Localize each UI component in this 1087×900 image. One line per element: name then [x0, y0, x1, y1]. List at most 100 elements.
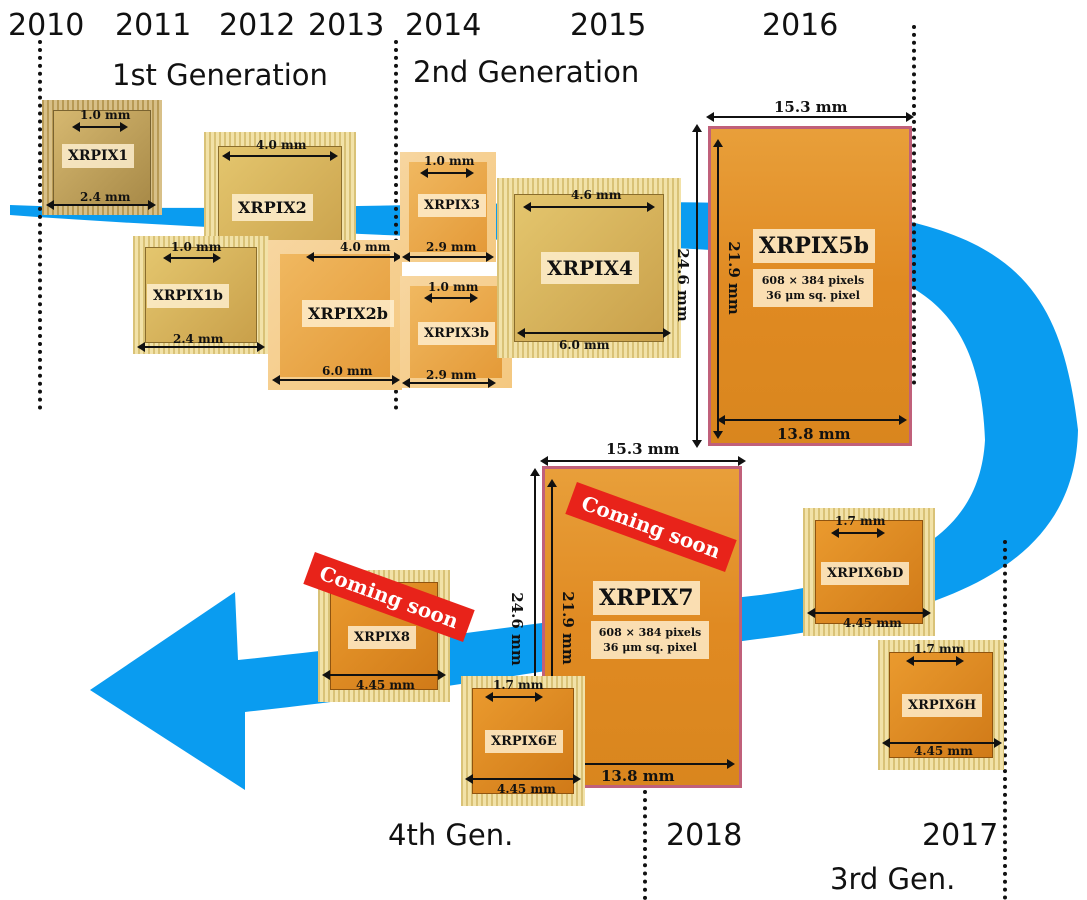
year-2018: 2018 — [666, 818, 743, 853]
chip-xrpix7-name: XRPIX7 — [593, 581, 700, 615]
chip-xrpix4-top-dim: 4.6 mm — [571, 188, 622, 202]
chip-xrpix3: XRPIX3 1.0 mm 2.9 mm — [400, 152, 496, 262]
chip-xrpix6bd-top-arrow — [831, 528, 885, 538]
chip-xrpix1-top-dim: 1.0 mm — [80, 108, 131, 122]
generation-1-label: 1st Generation — [112, 58, 328, 92]
divider-2014 — [394, 40, 398, 410]
chip-xrpix7-width-arrow — [540, 456, 746, 466]
chip-xrpix3b: XRPIX3b 1.0 mm 2.9 mm — [400, 276, 512, 388]
chip-xrpix2b-top-dim: 4.0 mm — [340, 240, 391, 254]
chip-xrpix5b-width-dim: 15.3 mm — [774, 98, 848, 116]
chip-xrpix6h-bottom-dim: 4.45 mm — [914, 744, 973, 758]
chip-xrpix3-bottom-arrow — [402, 252, 494, 262]
chip-xrpix6e-bottom-dim: 4.45 mm — [497, 782, 556, 796]
chip-xrpix2: XRPIX2 4.0 mm — [204, 132, 356, 282]
chip-xrpix6h-top-arrow — [906, 656, 964, 666]
chip-xrpix3b-top-dim: 1.0 mm — [428, 280, 479, 294]
chip-xrpix5b-inner-height-arrow — [713, 139, 723, 439]
year-2016: 2016 — [762, 8, 839, 43]
chip-xrpix6bd-name: XRPIX6bD — [821, 562, 910, 585]
chip-xrpix4: XRPIX4 4.6 mm 6.0 mm — [497, 178, 681, 358]
chip-xrpix6e-top-arrow — [485, 692, 543, 702]
chip-xrpix1b-name: XRPIX1b — [147, 284, 229, 308]
chip-xrpix7-pitch: 36 μm sq. pixel — [603, 641, 697, 654]
chip-xrpix5b-name: XRPIX5b — [753, 229, 875, 263]
chip-xrpix5b-bottom-arrow — [717, 415, 907, 425]
chip-xrpix6e-bottom-arrow — [465, 774, 581, 784]
year-2014: 2014 — [405, 8, 482, 43]
chip-xrpix5b: XRPIX5b 608 × 384 pixels 36 μm sq. pixel… — [708, 126, 912, 446]
chip-xrpix6bd-bottom-dim: 4.45 mm — [843, 616, 902, 630]
chip-xrpix6e-top-dim: 1.7 mm — [493, 678, 544, 692]
divider-2016 — [912, 25, 916, 385]
chip-xrpix1-top-arrow — [72, 122, 128, 132]
chip-xrpix3b-bottom-dim: 2.9 mm — [426, 368, 477, 382]
chip-xrpix6bd: XRPIX6bD 1.7 mm 4.45 mm — [803, 508, 935, 636]
chip-xrpix6h-top-dim: 1.7 mm — [914, 642, 965, 656]
chip-xrpix7-inner-height-dim: 21.9 mm — [558, 591, 577, 665]
chip-xrpix6h-bottom-arrow — [882, 738, 1002, 748]
chip-xrpix1b-bottom-arrow — [137, 342, 265, 352]
chip-xrpix6bd-bottom-arrow — [807, 608, 931, 618]
chip-xrpix6h-name: XRPIX6H — [902, 694, 983, 717]
timeline-arrow-body — [10, 202, 1078, 790]
chip-xrpix3-bottom-dim: 2.9 mm — [426, 240, 477, 254]
chip-xrpix1-bottom-arrow — [46, 200, 156, 210]
chip-xrpix7-width-dim: 15.3 mm — [606, 440, 680, 458]
chip-xrpix5b-outer-height-arrow — [692, 124, 702, 448]
chip-xrpix4-top-arrow — [523, 202, 655, 212]
chip-xrpix3-top-dim: 1.0 mm — [424, 154, 475, 168]
chip-xrpix4-bottom-arrow — [517, 328, 671, 338]
year-2015: 2015 — [570, 8, 647, 43]
chip-xrpix1: XRPIX1 1.0 mm 2.4 mm — [42, 100, 162, 215]
chip-xrpix1b-bottom-dim: 2.4 mm — [173, 332, 224, 346]
year-2017: 2017 — [922, 818, 999, 853]
chip-xrpix1-bottom-dim: 2.4 mm — [80, 190, 131, 204]
generation-3-label: 3rd Gen. — [830, 862, 956, 896]
chip-xrpix5b-bottom-dim: 13.8 mm — [777, 425, 851, 443]
chip-xrpix1b-top-arrow — [163, 253, 221, 263]
chip-xrpix1b: XRPIX1b 1.0 mm 2.4 mm — [133, 236, 269, 354]
chip-xrpix6e: XRPIX6E 1.7 mm 4.45 mm — [461, 676, 585, 806]
chip-xrpix8-bottom-dim: 4.45 mm — [356, 678, 415, 692]
chip-xrpix5b-outer-height-dim: 24.6 mm — [673, 248, 692, 322]
chip-xrpix6h: XRPIX6H 1.7 mm 4.45 mm — [878, 640, 1004, 770]
year-2013: 2013 — [308, 8, 385, 43]
year-2010: 2010 — [8, 8, 85, 43]
year-2011: 2011 — [115, 8, 192, 43]
chip-xrpix6bd-top-dim: 1.7 mm — [835, 514, 886, 528]
chip-xrpix2b: XRPIX2b 4.0 mm 6.0 mm — [268, 240, 402, 390]
chip-xrpix1-name: XRPIX1 — [62, 144, 135, 168]
chip-xrpix8-name: XRPIX8 — [348, 626, 416, 649]
year-2012: 2012 — [219, 8, 296, 43]
chip-xrpix5b-spec: 608 × 384 pixels 36 μm sq. pixel — [753, 269, 873, 307]
generation-2-label: 2nd Generation — [413, 55, 640, 89]
chip-xrpix5b-inner-height-dim: 21.9 mm — [724, 241, 743, 315]
chip-xrpix8-bottom-arrow — [322, 670, 446, 680]
chip-xrpix3-name: XRPIX3 — [418, 194, 486, 217]
divider-2017 — [1003, 540, 1007, 900]
chip-xrpix4-bottom-dim: 6.0 mm — [559, 338, 610, 352]
chip-xrpix1b-top-dim: 1.0 mm — [171, 240, 222, 254]
generation-4-label: 4th Gen. — [388, 818, 514, 852]
chip-xrpix5b-width-arrow — [706, 112, 914, 122]
chip-xrpix2-top-dim: 4.0 mm — [256, 138, 307, 152]
chip-xrpix7-outer-height-dim: 24.6 mm — [507, 592, 526, 666]
chip-xrpix2b-top-arrow — [306, 252, 402, 262]
chip-xrpix7-pixels: 608 × 384 pixels — [598, 626, 702, 639]
chip-xrpix3b-bottom-arrow — [402, 378, 496, 388]
chip-xrpix7-spec: 608 × 384 pixels 36 μm sq. pixel — [591, 621, 709, 659]
divider-2018 — [643, 790, 647, 900]
chip-xrpix2b-name: XRPIX2b — [302, 300, 394, 327]
chip-xrpix2-name: XRPIX2 — [232, 194, 313, 221]
chip-xrpix5b-pitch: 36 μm sq. pixel — [766, 289, 860, 302]
chip-xrpix4-name: XRPIX4 — [541, 252, 639, 284]
chip-xrpix3-top-arrow — [420, 168, 474, 178]
chip-xrpix6e-name: XRPIX6E — [485, 730, 563, 753]
chip-xrpix3b-name: XRPIX3b — [418, 322, 495, 345]
chip-xrpix7-bottom-dim: 13.8 mm — [601, 767, 675, 785]
divider-2010 — [38, 40, 42, 410]
chip-xrpix2-top-arrow — [222, 151, 338, 161]
chip-xrpix2b-bottom-arrow — [272, 375, 400, 385]
